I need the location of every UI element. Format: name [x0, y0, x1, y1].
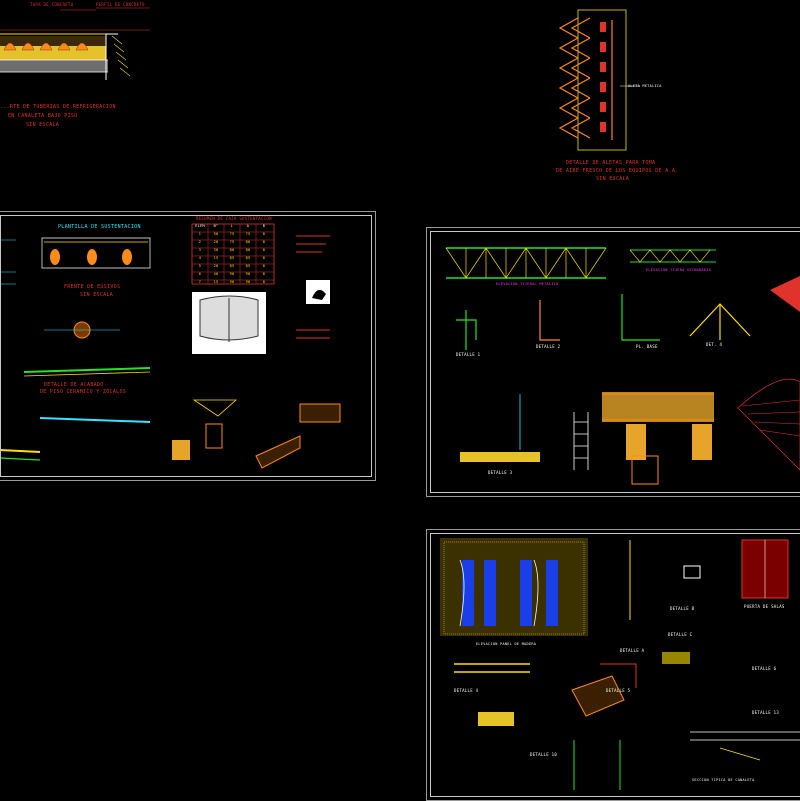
- table-cell: 4: [198, 256, 202, 260]
- table-cell: 75: [245, 232, 251, 236]
- table-cell: 90: [245, 272, 251, 276]
- table-cell: 8: [262, 264, 266, 268]
- refrigeration-caption-line1: ...RTE DE TUBERIAS DE REFRIGERACION: [0, 104, 116, 110]
- table-cell: 20: [213, 264, 219, 268]
- table-cell: 3: [198, 248, 202, 252]
- table-row: 5 20 85 85 8: [192, 264, 274, 272]
- sheet1-section-label: FRENTE DE EUSIVOS: [64, 284, 121, 290]
- drawing-sheet-3: [426, 529, 800, 801]
- drawing-sheet-1: [0, 211, 376, 481]
- table-cell: 80: [229, 248, 235, 252]
- table-cell: 90: [245, 280, 251, 284]
- table-header-cell: ELEM: [195, 224, 205, 228]
- table-row: 2 20 75 80 8: [192, 240, 274, 248]
- table-cell: 8: [262, 232, 266, 236]
- table-cell: 85: [245, 256, 251, 260]
- refrigeration-top-label-2: PERFIL DE CONCRETO: [96, 2, 145, 7]
- sheet-1-drawings: [0, 223, 341, 469]
- table-cell: 85: [229, 264, 235, 268]
- sheet3-detail-label: DETALLE 4: [454, 688, 479, 693]
- table-cell: 6: [198, 272, 202, 276]
- sheet2-truss-label-1: ELEVACION TIJERAL METALICO: [496, 282, 559, 286]
- table-cell: 1: [198, 232, 202, 236]
- table-cell: 20: [213, 240, 219, 244]
- sheet1-detail-label: DETALLE DE ACABADO: [44, 382, 104, 388]
- table-header-cell: L: [230, 224, 234, 228]
- table-cell: 5: [198, 264, 202, 268]
- sheet2-detail-label: DETALLE 3: [488, 470, 513, 475]
- vent-fins-caption-line2: DE AIRE FRESCO DE LOS EQUIPOS DE A.A.: [556, 168, 679, 174]
- table-cell: 15: [213, 256, 219, 260]
- vent-fins-side-label: ALETA METALICA: [628, 84, 662, 88]
- table-cell: 90: [229, 280, 235, 284]
- table-row: 1 50 75 75 8: [192, 232, 274, 240]
- table-cell: 90: [229, 272, 235, 276]
- table-header-cell: A: [246, 224, 250, 228]
- table-header-cell: N°: [213, 224, 219, 228]
- sheet-2-drawings: [445, 247, 800, 485]
- table-row: 3 30 80 80 8: [192, 248, 274, 256]
- sheet3-bottom-label: SECCION TIPICA DE CANALETA: [692, 778, 755, 782]
- table-cell: 30: [213, 248, 219, 252]
- table-header-cell: B: [262, 224, 266, 228]
- sheet1-plan-title: PLANTILLA DE SUSTENTACION: [58, 224, 141, 230]
- sheet3-elevation-label: ELEVACION PANEL DE MADERA: [476, 642, 537, 646]
- refrigeration-caption-line3: SIN ESCALA: [26, 122, 60, 128]
- sheet3-detail-label: DETALLE C: [668, 632, 693, 637]
- sheet3-detail-label: DETALLE 13: [752, 710, 780, 715]
- table-cell: 8: [262, 248, 266, 252]
- sheet3-detail-label: DETALLE 5: [606, 688, 631, 693]
- refrigeration-caption-line2: EN CANALETA BAJO PISO: [8, 113, 78, 119]
- table-cell: 75: [229, 240, 235, 244]
- sheet1-detail-sublabel: DE PISO CERAMICO Y ZOCALOS: [40, 389, 127, 395]
- sheet2-detail-label: PL. BASE: [636, 344, 658, 349]
- sheet2-truss-label-2: ELEVACION TIJERA SECUNDARIA: [646, 268, 711, 272]
- table-cell: 75: [229, 232, 235, 236]
- sheet1-section-sublabel: SIN ESCALA: [80, 292, 114, 298]
- drawing-sheet-2: [426, 227, 800, 497]
- sheet2-detail-label: DETALLE 2: [536, 344, 561, 349]
- refrigeration-trench-section: [0, 7, 150, 80]
- table-cell: 80: [245, 240, 251, 244]
- table-cell: 85: [229, 256, 235, 260]
- table-cell: 8: [262, 272, 266, 276]
- table-row: 6 40 90 90 8: [192, 272, 274, 280]
- sheet3-door-label: PUERTA DE SALAS: [744, 604, 785, 609]
- table-cell: 8: [262, 240, 266, 244]
- table-cell: 8: [262, 280, 266, 284]
- vent-fins-drawing: [558, 9, 640, 151]
- table-cell: 7: [198, 280, 202, 284]
- table-row: 4 15 85 85 8: [192, 256, 274, 264]
- sheet3-detail-label: DETALLE 10: [530, 752, 558, 757]
- table-header-row: ELEM N° L A B: [192, 224, 274, 232]
- table-cell: 2: [198, 240, 202, 244]
- vent-fins-caption-line1: DETALLE DE ALETAS PARA TOMA: [566, 160, 656, 166]
- vent-fins-caption-line3: SIN ESCALA: [596, 176, 630, 182]
- table-cell: 85: [245, 264, 251, 268]
- sheet3-detail-label: DETALLE B: [670, 606, 695, 611]
- sheet-3-drawings: [440, 538, 800, 790]
- sheet2-detail-label: DET. 4: [706, 342, 723, 347]
- table-cell: 8: [262, 256, 266, 260]
- sheet3-detail-label: DETALLE A: [620, 648, 645, 653]
- table-row: 7 15 90 90 8: [192, 280, 274, 288]
- sheet1-table-title: RESUMEN DE CAJA SUSTENTACION: [196, 216, 272, 221]
- table-cell: 50: [213, 232, 219, 236]
- refrigeration-top-label-1: TAPA DE CONCRETO: [30, 2, 74, 7]
- table-cell: 40: [213, 272, 219, 276]
- table-cell: 15: [213, 280, 219, 284]
- sheet3-detail-label: DETALLE 6: [752, 666, 777, 671]
- sheet2-detail-label: DETALLE 1: [456, 352, 481, 357]
- table-cell: 80: [245, 248, 251, 252]
